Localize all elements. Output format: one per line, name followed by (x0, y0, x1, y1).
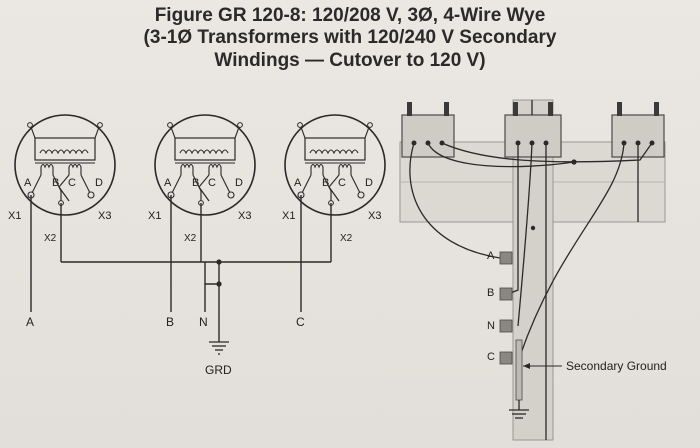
t1-label-x3: X3 (98, 210, 111, 222)
transformer-2: A B C D X1 X3 X2 (148, 114, 256, 244)
pole-transformer-center (504, 114, 562, 158)
t3-label-x2: X2 (340, 233, 353, 244)
t2-label-x2: X2 (184, 233, 197, 244)
figure-title-line-1: Figure GR 120-8: 120/208 V, 3Ø, 4-Wire W… (154, 5, 546, 26)
output-label-b: B (166, 315, 174, 329)
t3-label-a: A (294, 177, 302, 189)
t2-label-c: C (208, 177, 216, 189)
t1-label-c: C (68, 177, 76, 189)
neutral-tap-dot (216, 281, 222, 287)
figure-title-line-3: Windings — Cutover to 120 V) (214, 50, 486, 71)
output-label-n: N (199, 315, 208, 329)
pole-label-b: B (487, 287, 494, 299)
pole-transformer-left (401, 114, 455, 158)
output-label-a: A (26, 315, 34, 329)
t2-label-b: B (192, 177, 199, 189)
secondary-ground-label: Secondary Ground (566, 359, 667, 373)
t3-label-x1: X1 (282, 210, 295, 222)
t2-label-x1: X1 (148, 210, 161, 222)
pole-label-n: N (487, 320, 495, 332)
transformer-1: A B C D X1 X3 X2 (8, 114, 116, 244)
t1-label-x1: X1 (8, 210, 21, 222)
t3-label-d: D (365, 177, 373, 189)
t2-label-x3: X3 (238, 210, 251, 222)
pole-label-a: A (487, 250, 495, 262)
t1-label-b: B (52, 177, 59, 189)
pole-label-c: C (487, 351, 495, 363)
transformer-3: A B C D X1 X3 X2 (282, 114, 386, 244)
t3-label-x3: X3 (368, 210, 381, 222)
t1-label-x2: X2 (44, 233, 57, 244)
t2-label-d: D (235, 177, 243, 189)
t1-label-d: D (95, 177, 103, 189)
t2-label-a: A (164, 177, 172, 189)
t3-label-c: C (338, 177, 346, 189)
output-label-grd: GRD (205, 363, 232, 377)
t1-label-a: A (24, 177, 32, 189)
output-label-c: C (296, 315, 305, 329)
t3-label-b: B (322, 177, 329, 189)
pole-illustration (399, 99, 666, 441)
figure-title-line-2: (3-1Ø Transformers with 120/240 V Second… (143, 27, 557, 48)
neutral-junction-dot (216, 259, 222, 265)
secondary-wiring (30, 195, 332, 342)
ground-icon (209, 341, 229, 355)
